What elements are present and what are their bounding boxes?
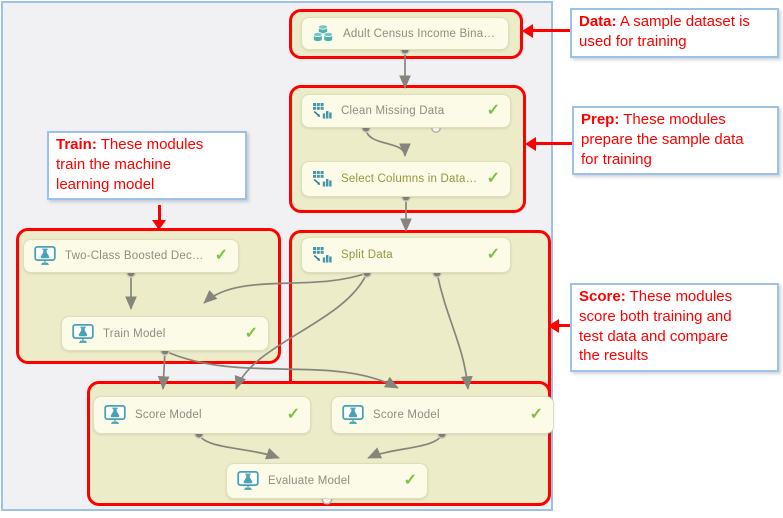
ml-module-icon	[342, 405, 364, 425]
callout-score-arrow-line	[557, 324, 570, 327]
module-train-model[interactable]: Train Model ✓	[61, 316, 269, 351]
ml-module-icon	[237, 471, 259, 491]
callout-train-label: Train:	[56, 136, 97, 153]
module-evaluate-model[interactable]: Evaluate Model ✓	[226, 463, 428, 499]
callout-score-arrow-head	[548, 319, 559, 333]
callout-prep: Prep: These modules prepare the sample d…	[572, 106, 779, 176]
callout-data-label: Data:	[579, 13, 617, 30]
callout-train-arrow-head	[152, 220, 166, 230]
module-adult-census-dataset[interactable]: Adult Census Income Binary C...	[301, 17, 509, 50]
module-label: Select Columns in Dataset	[341, 173, 478, 185]
module-label: Score Model	[373, 409, 440, 421]
callout-prep-text: These modules prepare the sample data fo…	[581, 111, 744, 168]
module-select-columns[interactable]: Select Columns in Dataset ✓	[301, 161, 511, 197]
callout-prep-arrow-line	[534, 142, 572, 145]
ml-module-icon	[34, 246, 56, 266]
success-check-icon: ✓	[486, 246, 500, 263]
module-label: Two-Class Boosted Decision T...	[65, 250, 206, 262]
module-score-model-right[interactable]: Score Model ✓	[331, 396, 554, 434]
success-check-icon: ✓	[244, 324, 258, 342]
module-split-data[interactable]: Split Data ✓	[301, 237, 511, 273]
callout-train-arrow-line	[158, 205, 161, 222]
module-clean-missing-data[interactable]: Clean Missing Data ✓	[301, 94, 511, 128]
data-transform-icon	[312, 170, 332, 188]
callout-train-text: These modules train the machine learning…	[56, 136, 204, 193]
ml-module-icon	[72, 323, 94, 344]
success-check-icon: ✓	[486, 170, 500, 187]
module-label: Score Model	[135, 409, 202, 421]
success-check-icon: ✓	[286, 406, 300, 423]
ml-module-icon	[104, 405, 126, 425]
module-score-model-left[interactable]: Score Model ✓	[93, 396, 311, 434]
success-check-icon: ✓	[529, 406, 543, 423]
callout-data: Data: A sample dataset is used for train…	[570, 8, 779, 58]
module-label: Clean Missing Data	[341, 105, 445, 117]
module-two-class-boosted-tree[interactable]: Two-Class Boosted Decision T... ✓	[23, 239, 239, 273]
data-transform-icon	[312, 102, 332, 120]
dataset-icon	[312, 23, 334, 44]
callout-data-arrow-head	[522, 24, 533, 38]
data-transform-icon	[312, 246, 332, 264]
callout-score: Score: These modules score both training…	[570, 283, 779, 373]
callout-prep-label: Prep:	[581, 111, 620, 128]
module-label: Split Data	[341, 249, 393, 261]
module-label: Train Model	[103, 327, 166, 340]
callout-score-text: These modules score both training and te…	[579, 288, 733, 365]
callout-score-label: Score:	[579, 288, 626, 305]
success-check-icon: ✓	[403, 472, 417, 489]
experiment-canvas[interactable]: Adult Census Income Binary C... Clean Mi…	[1, 1, 554, 511]
callout-train: Train: These modules train the machine l…	[47, 131, 247, 201]
callout-prep-arrow-head	[525, 137, 536, 151]
callout-data-arrow-line	[531, 29, 570, 32]
module-label: Adult Census Income Binary C...	[343, 27, 498, 40]
module-label: Evaluate Model	[268, 475, 351, 487]
callout-data-text: A sample dataset is used for training	[579, 13, 750, 50]
success-check-icon: ✓	[486, 102, 500, 119]
success-check-icon: ✓	[214, 247, 228, 264]
